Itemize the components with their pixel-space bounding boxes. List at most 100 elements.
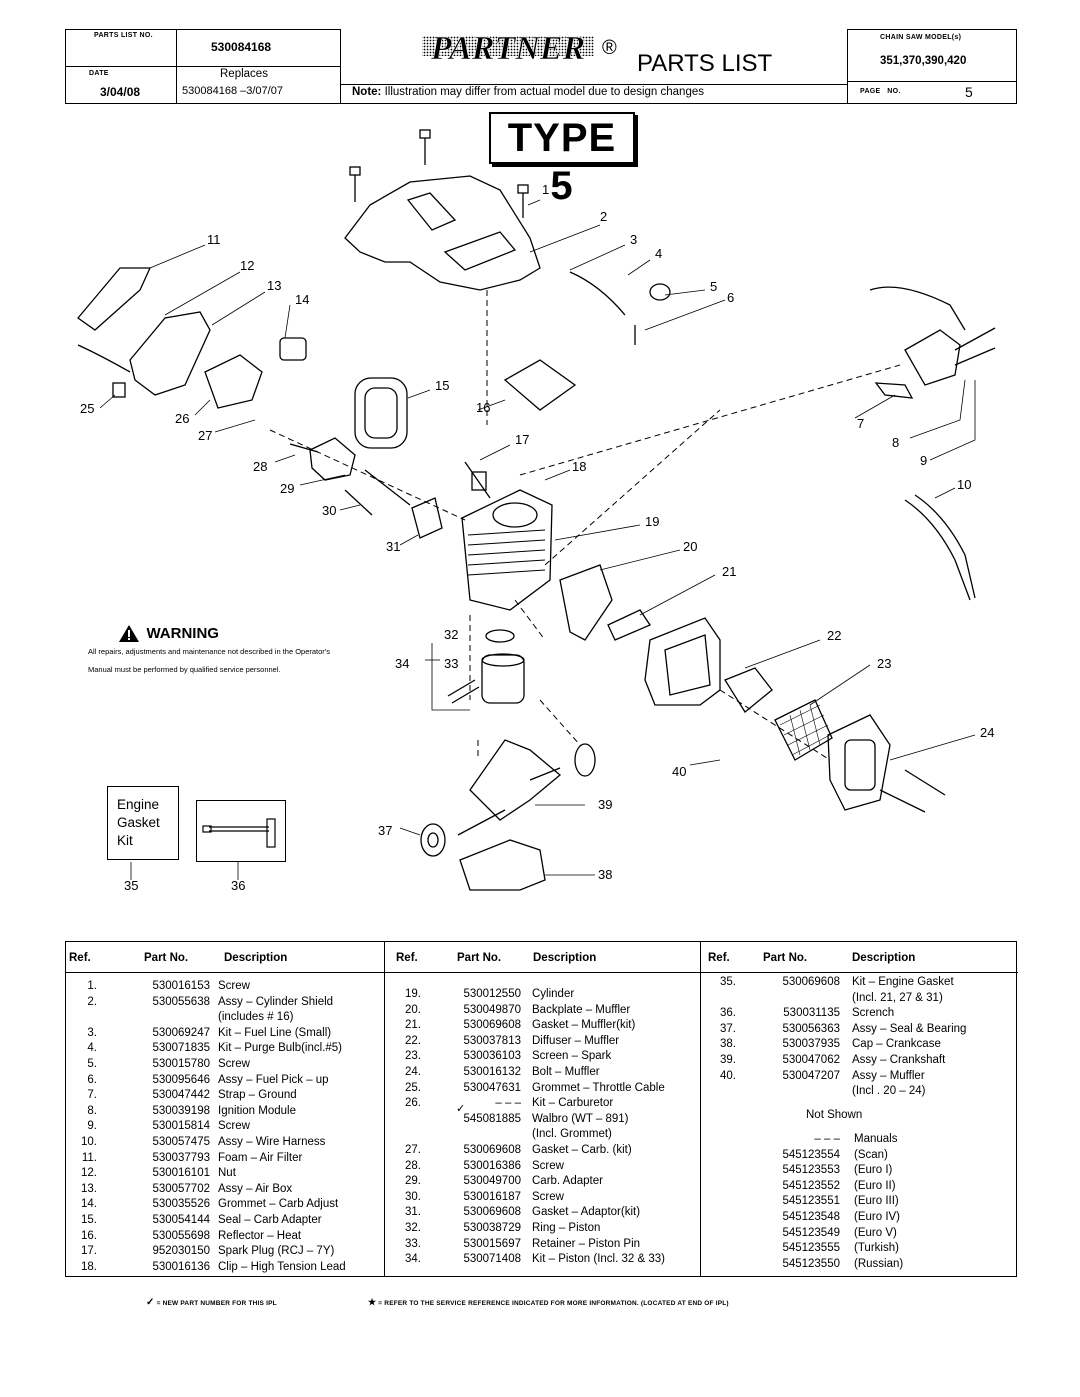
ref-cell: 40. [720, 1069, 736, 1082]
description-cell: Bolt – Muffler [532, 1066, 600, 1078]
footer-new-part: ✓ = NEW PART NUMBER FOR THIS IPL [146, 1297, 277, 1308]
col-header-description: Description [533, 952, 597, 964]
page-number: 5 [965, 84, 973, 100]
description-cell: (Turkish) [854, 1242, 899, 1255]
carb-seal [354, 377, 408, 449]
ref-cell: 39. [720, 1054, 736, 1066]
partno-cell: 530016187 [463, 1190, 521, 1203]
description-cell: Reflector – Heat [218, 1229, 302, 1242]
ref-cell: 34. [405, 1253, 421, 1266]
partno-cell: 530031135 [783, 1007, 840, 1020]
shield-ridge [406, 192, 457, 231]
partno-cell: 545123548 [782, 1211, 840, 1223]
ref-cell: 23. [405, 1050, 421, 1063]
description-cell: (Euro V) [854, 1226, 897, 1239]
replaces-value: 530084168 –3/07/07 [182, 85, 283, 97]
ref-cell: 25. [405, 1081, 421, 1094]
partno-cell: 530069247 [152, 1026, 210, 1039]
air-box [129, 311, 211, 396]
ref-cell: 37. [720, 1022, 736, 1035]
partno-cell: 530057475 [152, 1136, 210, 1148]
partno-cell: 952030150 [152, 1245, 210, 1258]
description-cell: Grommet – Throttle Cable [532, 1081, 665, 1094]
partno-cell: 545123554 [782, 1148, 840, 1161]
partno-cell: 530069608 [463, 1019, 521, 1032]
callout-number: 26 [175, 411, 190, 426]
muffler [644, 617, 721, 706]
callout-number: 5 [710, 279, 718, 294]
partno-cell: 530055698 [152, 1229, 210, 1242]
divider [847, 81, 1017, 82]
callout-number: 10 [957, 477, 972, 492]
description-cell: Kit – Purge Bulb(incl.#5) [218, 1042, 343, 1055]
ref-cell: 12. [81, 1167, 97, 1180]
ref-cell [69, 1010, 97, 1026]
callout-number: 28 [253, 459, 268, 474]
ref-cell: 16. [81, 1229, 97, 1242]
callout-number: 30 [322, 503, 337, 518]
description-cell: Screw [218, 1058, 250, 1070]
partno-cell: 530037793 [152, 1151, 210, 1164]
ref-cell: 14. [81, 1198, 97, 1211]
partno-cell: 530069608 [463, 1144, 521, 1156]
description-cell: Kit – Engine Gasket [852, 976, 954, 988]
partno-cell [138, 1010, 210, 1026]
ref-cell: 10. [81, 1136, 97, 1148]
not-shown-label: Not Shown [806, 1109, 863, 1121]
callout-number: 36 [231, 878, 246, 893]
muffler-cover [827, 714, 891, 811]
callout-number: 17 [515, 432, 530, 447]
callout-number: 29 [280, 481, 295, 496]
description-cell: Screw [218, 980, 250, 992]
partno-cell: 530049700 [463, 1175, 521, 1188]
ref-cell: 27. [405, 1144, 421, 1156]
ref-cell [708, 991, 736, 1007]
partno-cell: 530069608 [782, 976, 840, 988]
partno-cell: 545123549 [782, 1226, 840, 1239]
ref-cell: 6. [87, 1073, 97, 1086]
ref-cell: 32. [405, 1222, 421, 1234]
partno-cell: 530038729 [463, 1222, 521, 1234]
ref-cell: 7. [87, 1089, 97, 1102]
ref-cell: 9. [87, 1120, 97, 1133]
callout-number: 34 [395, 656, 410, 671]
partno-cell: 530055638 [152, 995, 210, 1008]
cyl-gasket [411, 497, 443, 539]
ignition-module [904, 329, 961, 386]
callout-number: 27 [198, 428, 213, 443]
gasket-kit-box: Engine Gasket Kit [107, 786, 179, 860]
description-cell: Assy – Crankshaft [852, 1054, 946, 1066]
callout-number: 40 [672, 764, 687, 779]
warning-block: WARNING [118, 624, 219, 643]
callout-number: 8 [892, 435, 900, 450]
scrench-box [196, 800, 286, 862]
partno-cell: 530054144 [152, 1214, 210, 1226]
page-label: PAGE NO. [860, 88, 901, 95]
divider [176, 29, 177, 104]
piston [481, 654, 525, 704]
ref-cell: 2. [87, 995, 97, 1008]
ref-cell: 13. [81, 1182, 97, 1195]
description-cell: Strap – Ground [218, 1089, 297, 1102]
ref-cell [393, 1127, 421, 1143]
col-header-ref: Ref. [708, 952, 730, 964]
col-header-description: Description [852, 952, 916, 964]
exploded-diagram [77, 129, 996, 891]
description-cell: (Euro I) [854, 1164, 893, 1177]
footer-refer-text: = REFER TO THE SERVICE REFERENCE INDICAT… [378, 1300, 729, 1307]
partno-cell: 530071835 [152, 1042, 210, 1055]
ref-cell: 30. [405, 1190, 421, 1203]
table-header-row [66, 942, 1018, 973]
footer-new-part-text: = NEW PART NUMBER FOR THIS IPL [156, 1300, 277, 1307]
col-header-ref: Ref. [396, 952, 418, 964]
ref-cell: 24. [405, 1066, 421, 1078]
registered-mark: ® [602, 37, 617, 59]
callout-number: 12 [240, 258, 255, 273]
ref-cell: 1. [87, 980, 97, 992]
cylinder-shield [344, 175, 541, 291]
description-cell: Grommet – Carb Adjust [218, 1198, 339, 1211]
description-cell: Spark Plug (RCJ – 7Y) [218, 1245, 335, 1258]
ref-cell: 18. [81, 1260, 97, 1273]
partno-cell [449, 1127, 521, 1143]
ref-cell [393, 1112, 421, 1128]
